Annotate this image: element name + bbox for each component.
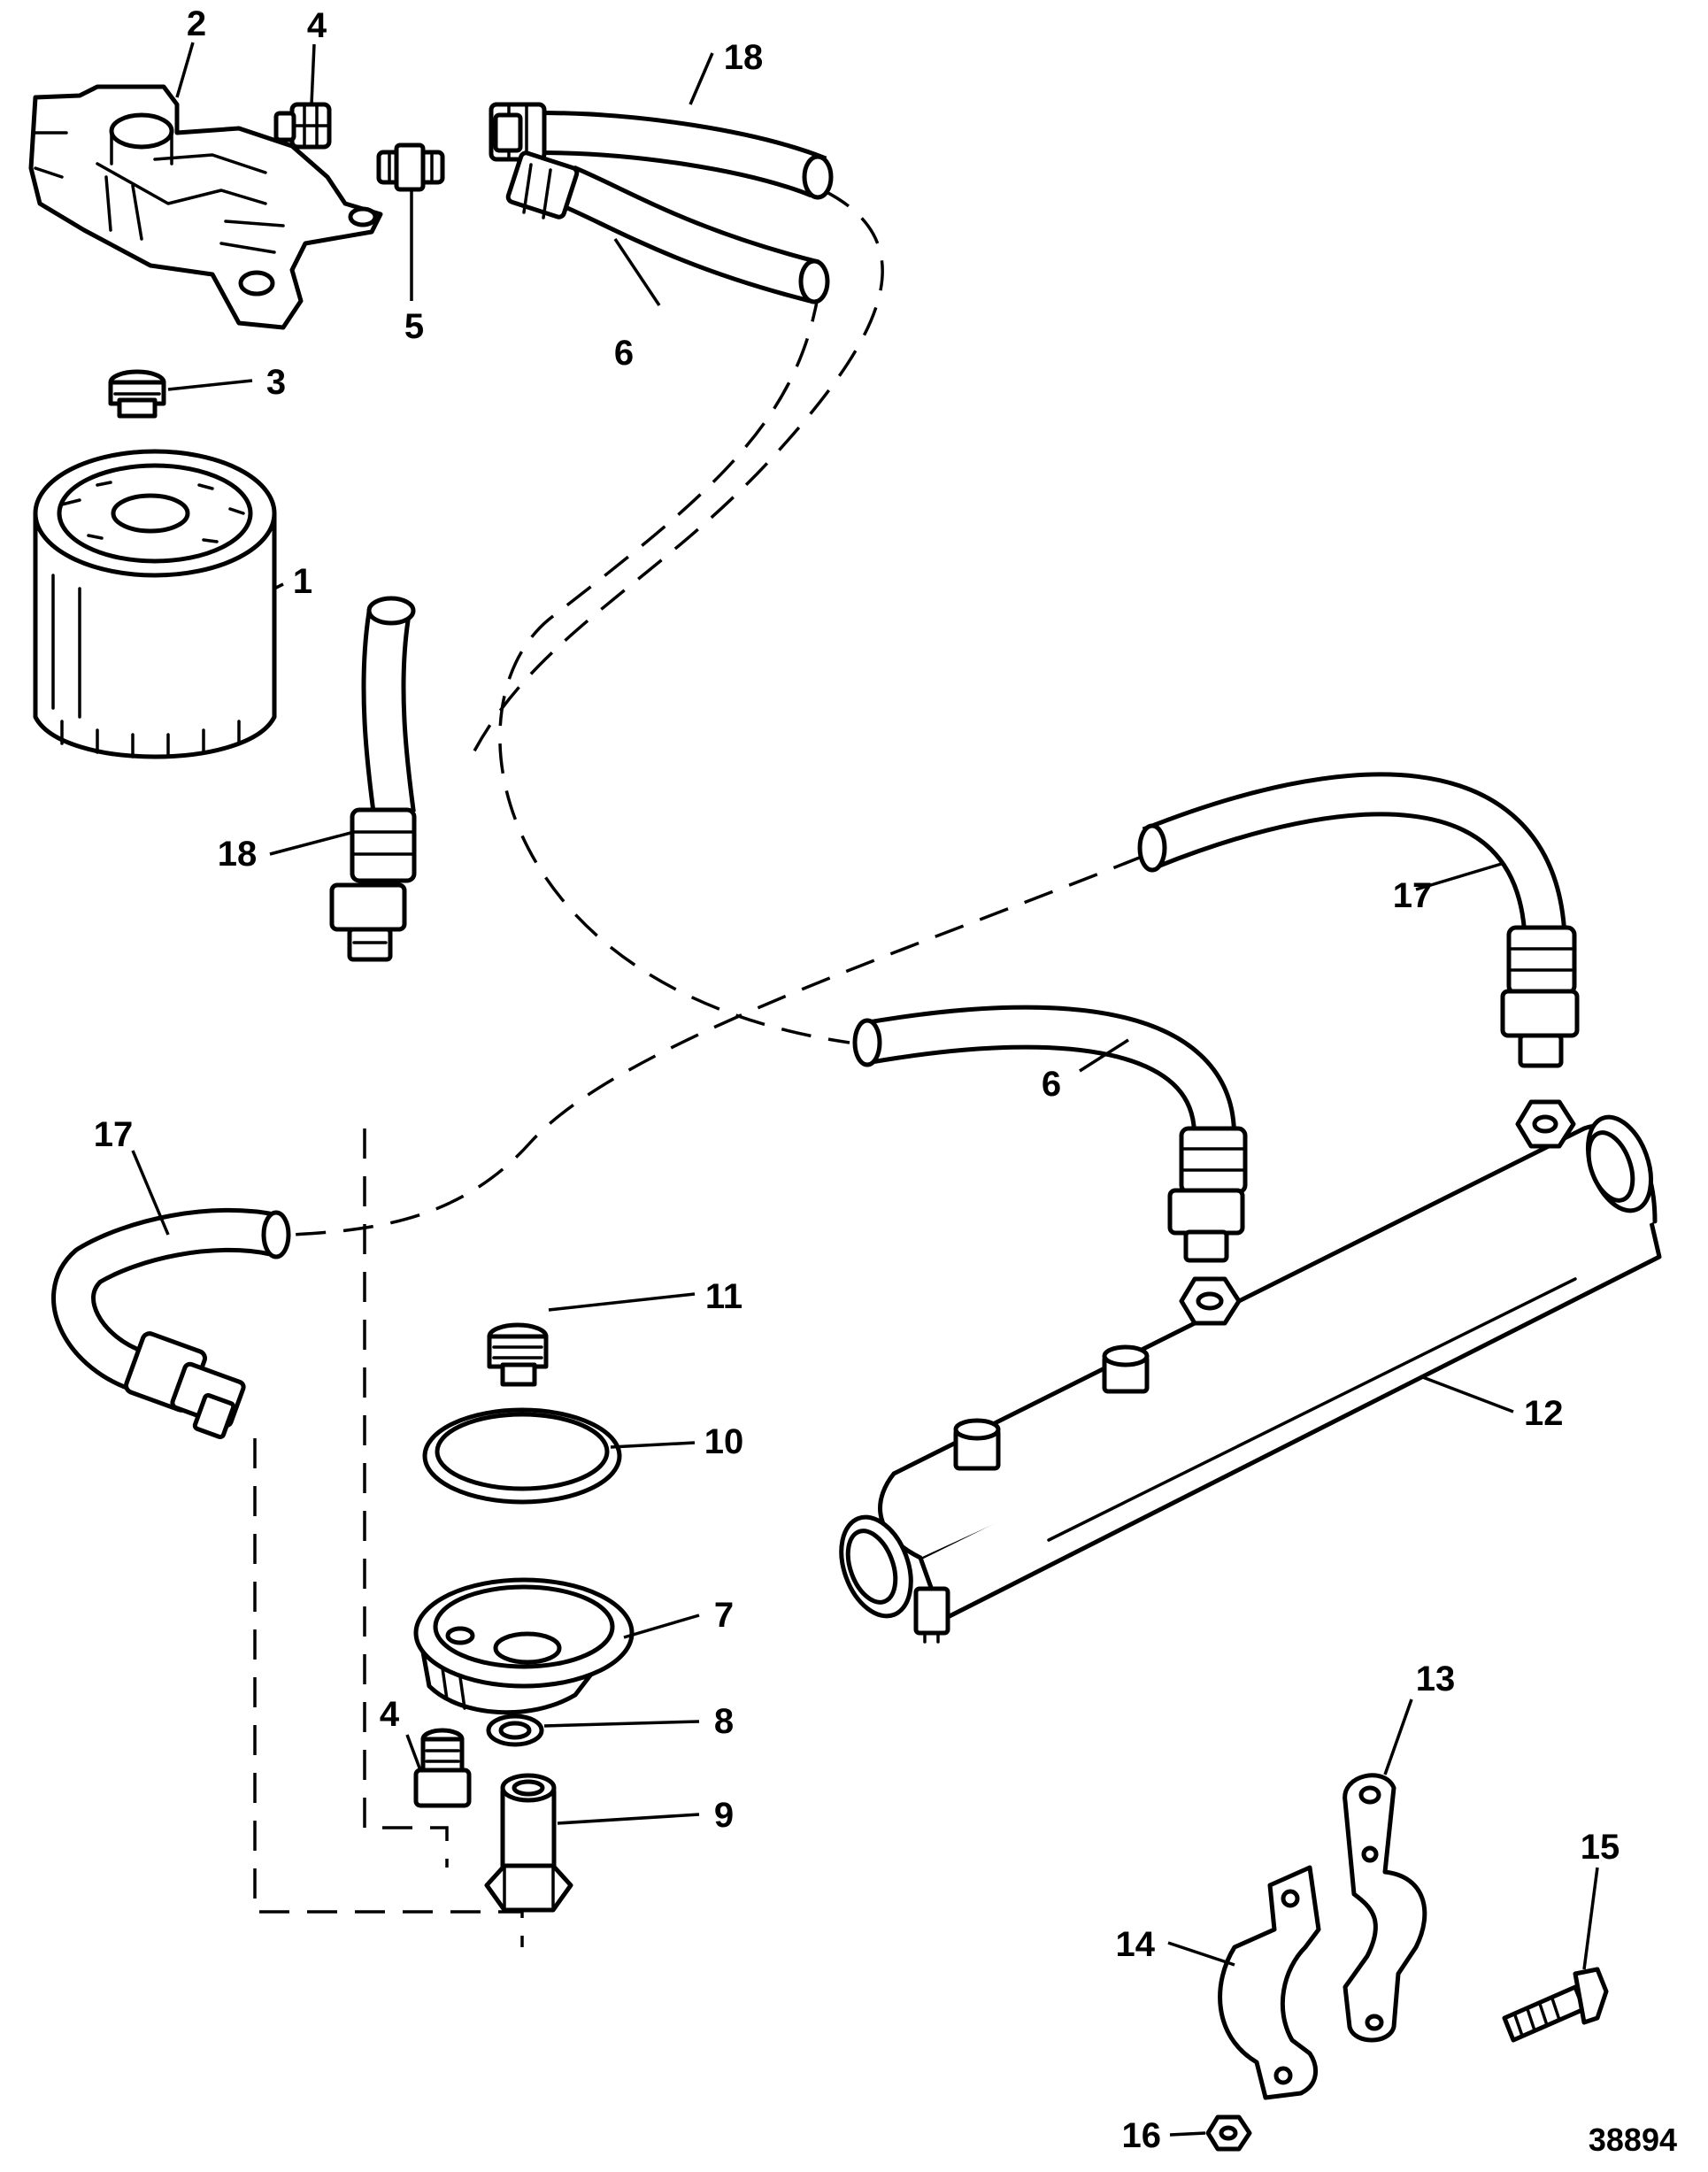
hose-part-6-top xyxy=(505,150,830,304)
callout-14: 14 xyxy=(1116,1925,1156,1964)
filter-adapter-part-7 xyxy=(413,1577,635,1715)
clamp-part-14 xyxy=(1218,1865,1321,2100)
callout-6-top: 6 xyxy=(614,334,634,373)
callout-11: 11 xyxy=(705,1277,742,1316)
nut-adapter-part-9 xyxy=(484,1773,573,1913)
hose-part-17-right xyxy=(1137,772,1580,1068)
callout-15: 15 xyxy=(1581,1828,1620,1867)
callout-5: 5 xyxy=(404,307,424,346)
fitting-part-5 xyxy=(376,142,445,192)
callout-17-left: 17 xyxy=(94,1115,134,1154)
figure-number: 38894 xyxy=(1589,2122,1677,2158)
oil-cooler-part-12 xyxy=(839,1099,1662,1644)
callout-7: 7 xyxy=(714,1596,734,1635)
callout-1: 1 xyxy=(293,562,312,601)
callout-6-lower: 6 xyxy=(1042,1065,1061,1104)
callout-13: 13 xyxy=(1416,1660,1456,1698)
filter-mount-bracket xyxy=(28,84,383,330)
hose-part-18-lower xyxy=(329,596,417,962)
callout-labels: 2 4 5 3 1 18 6 18 6 17 17 11 10 7 8 9 4 … xyxy=(94,4,1677,2158)
callout-3: 3 xyxy=(266,363,286,402)
hose-part-6-lower xyxy=(852,1005,1248,1263)
fitting-part-4-top xyxy=(273,102,332,150)
washer-part-8 xyxy=(486,1714,544,1747)
routing-lines xyxy=(253,189,1143,1947)
hose-part-17-left xyxy=(51,1207,291,1439)
callout-18-top: 18 xyxy=(724,38,764,77)
oil-filter-part-1 xyxy=(33,449,277,759)
callout-16: 16 xyxy=(1122,2116,1162,2155)
route-vertical-18 xyxy=(363,1128,449,1868)
callout-4-lower: 4 xyxy=(380,1695,400,1734)
callout-4-top: 4 xyxy=(307,6,327,45)
nut-part-16 xyxy=(1205,2114,1252,2152)
route-hose-18 xyxy=(467,189,884,762)
o-ring-part-10 xyxy=(422,1407,622,1505)
callout-18-lower: 18 xyxy=(218,835,258,874)
callout-8: 8 xyxy=(714,1702,734,1741)
clamp-part-13 xyxy=(1343,1773,1427,2043)
callout-2: 2 xyxy=(187,4,206,43)
leader-lines xyxy=(131,42,1599,2137)
callout-9: 9 xyxy=(714,1796,734,1835)
hose-part-18-top xyxy=(489,102,834,200)
callout-10: 10 xyxy=(704,1422,744,1461)
route-hose-17 xyxy=(291,855,1143,1236)
route-hose-6 xyxy=(498,291,850,1044)
callout-12: 12 xyxy=(1524,1394,1564,1433)
bolt-part-15 xyxy=(1502,1967,1609,2043)
plug-part-11 xyxy=(487,1322,549,1387)
plug-part-3 xyxy=(108,369,166,419)
callout-17-right: 17 xyxy=(1393,876,1433,915)
fitting-part-4-lower xyxy=(413,1728,472,1808)
